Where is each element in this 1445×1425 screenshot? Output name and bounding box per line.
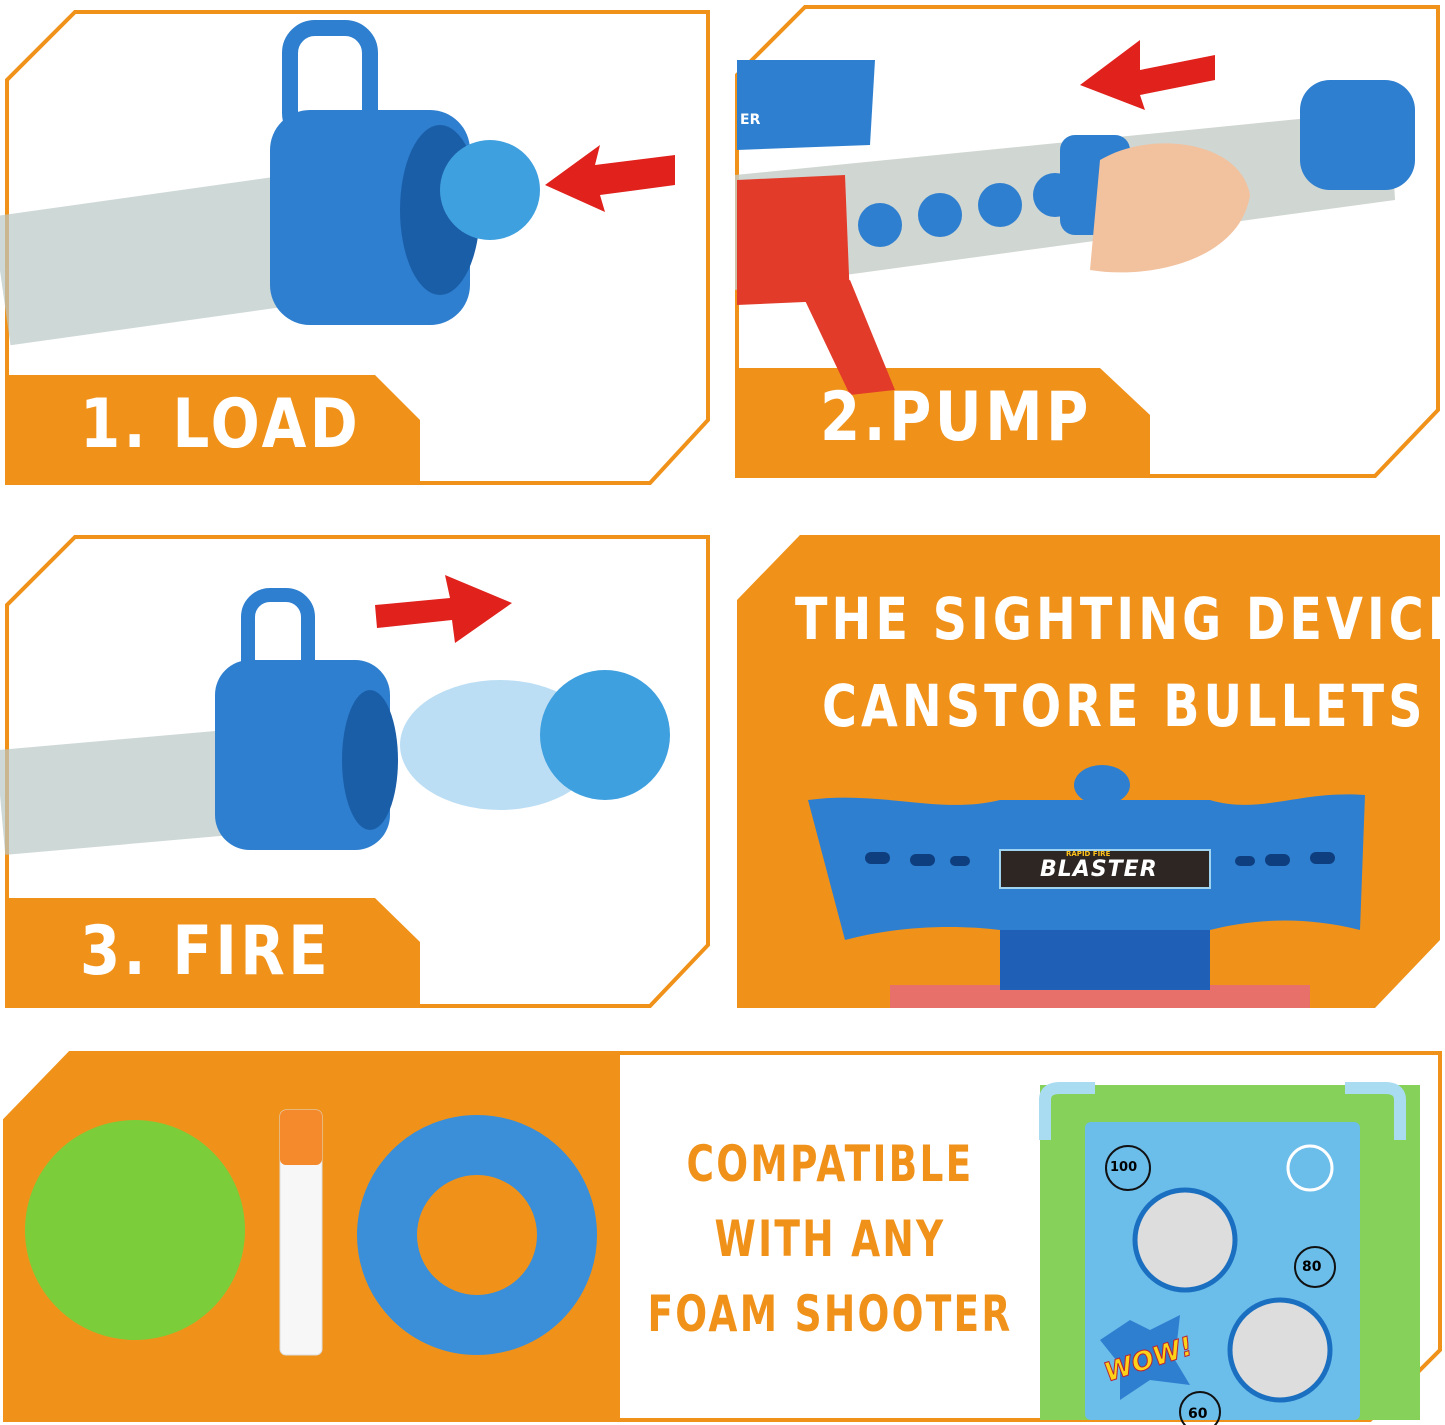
compat-line3: FOAM SHOOTER <box>647 1285 1013 1343</box>
step-1-label: 1. LOAD <box>80 385 362 464</box>
foam-ball-green <box>25 1120 245 1340</box>
compat-line2: WITH ANY <box>714 1210 946 1268</box>
sighting-title-line2: CANSTORE BULLETS <box>822 672 1427 740</box>
foam-ball <box>540 670 670 800</box>
step-3-label: 3. FIRE <box>80 912 332 991</box>
scope-brand: BLASTER <box>1040 857 1158 882</box>
step-2-label: 2.PUMP <box>820 378 1092 457</box>
score-100: 100 <box>1110 1160 1138 1175</box>
score-60: 60 <box>1188 1406 1208 1422</box>
arrow-left-icon <box>1080 40 1215 110</box>
crosshair-icon <box>1286 1144 1334 1192</box>
scope-sub: RAPID FIRE <box>1066 850 1111 858</box>
arrow-right-icon <box>375 575 512 643</box>
arrow-left-icon <box>545 145 675 212</box>
foam-ball <box>440 140 540 240</box>
compat-line1: COMPATIBLE <box>686 1135 974 1193</box>
scope-text: ER <box>740 112 761 128</box>
sighting-title-line1: THE SIGHTING DEVICE <box>795 585 1445 653</box>
score-80: 80 <box>1302 1259 1322 1275</box>
foam-disc <box>357 1115 597 1355</box>
